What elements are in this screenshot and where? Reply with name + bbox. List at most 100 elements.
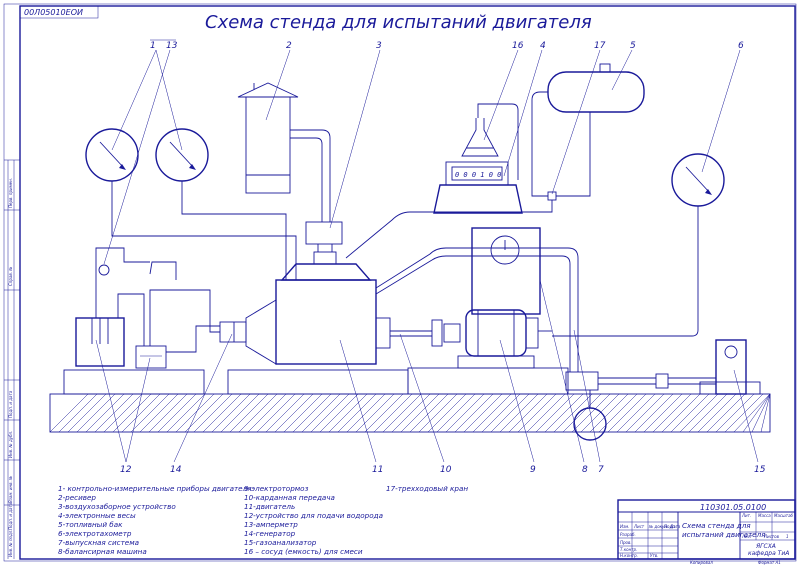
leader-lines — [95, 39, 759, 463]
hatch-line — [625, 393, 665, 433]
left-foundation — [63, 369, 205, 395]
hatch-line — [373, 393, 413, 433]
tachometer-6-icon — [671, 153, 725, 207]
hatch-line — [490, 393, 530, 433]
legend-item: 15-газоанализатор — [244, 538, 317, 547]
gas-analyzer-15 — [715, 339, 747, 395]
hatch-line — [409, 393, 449, 433]
fuel-tank-5 — [547, 63, 645, 113]
hatch-line — [346, 393, 386, 433]
hatch-line — [724, 393, 764, 433]
hatch-line — [274, 393, 314, 433]
hatch-line — [580, 393, 620, 433]
hatch-line — [328, 393, 368, 433]
hatch-line — [211, 393, 251, 433]
hatch-line — [157, 393, 197, 433]
legend-item: 7-выпускная система — [58, 538, 139, 547]
hatch-line — [130, 393, 170, 433]
format-label: Формат А1 — [758, 560, 781, 565]
balancing-machine-8 — [471, 227, 541, 315]
gauge-wires — [111, 181, 297, 280]
cardan-shaft-10 — [390, 319, 461, 347]
hatch-line — [337, 393, 377, 433]
hatch-line — [283, 393, 323, 433]
sheets-value: 1 — [786, 534, 789, 539]
exhaust-coupling — [655, 373, 669, 389]
left-stamp-strip — [4, 159, 20, 559]
hatch-line — [706, 393, 746, 433]
hatch-line — [652, 393, 692, 433]
electric-brake-9 — [457, 309, 552, 369]
legend-column-2: 9-электротормоз 10-карданная передача 11… — [244, 484, 383, 556]
hatch-line — [733, 393, 771, 433]
callout-5: 5 — [630, 41, 636, 51]
legend-item: 16 – сосуд (емкость) для смеси — [244, 547, 363, 556]
callout-7: 7 — [598, 465, 604, 475]
side-stamp: Подп. и дата — [8, 390, 13, 418]
gauge-13-icon — [155, 128, 209, 182]
hatch-line — [535, 393, 575, 433]
callout-1: 1 — [150, 41, 156, 51]
side-stamp: Подп. и дата — [8, 502, 13, 530]
hatch-line — [76, 393, 116, 433]
hatch-line — [589, 393, 629, 433]
legend-column-1: 1- контрольно-измерительные приборы двиг… — [58, 484, 252, 556]
hatch-line — [364, 393, 404, 433]
three-way-valve-17 — [547, 191, 557, 201]
hydrogen-supply-12 — [117, 289, 220, 369]
callout-4: 4 — [540, 41, 546, 51]
hatch-line — [427, 393, 467, 433]
exhaust-muffler — [573, 407, 607, 441]
hatch-line — [679, 393, 719, 433]
drawing-title: Схема стенда для испытаний двигателя — [205, 12, 592, 33]
hatch-line — [319, 393, 359, 433]
hatch-line — [391, 393, 431, 433]
hatch-line — [247, 393, 287, 433]
hatch-line — [517, 393, 557, 433]
legend-item: 14-генератор — [244, 529, 296, 538]
callout-11: 11 — [372, 465, 383, 475]
legend-item: 8-балансирная машина — [58, 547, 147, 556]
legend-item: 2-ресивер — [58, 493, 96, 502]
tb-row-label: Утв. — [650, 553, 658, 558]
generator-14 — [219, 321, 247, 343]
receiver-2 — [237, 82, 299, 194]
hatch-line — [742, 393, 771, 433]
copied-label: Копировал — [690, 560, 713, 565]
hatch-line — [166, 393, 206, 433]
tb-row-label: № докум. — [648, 524, 669, 529]
electronic-scales-4: 0 0 0 1 0 0 — [433, 161, 523, 214]
hatch-line — [301, 393, 341, 433]
tb-row-label: Подп. — [664, 524, 676, 529]
legend-item: 9-электротормоз — [244, 484, 309, 493]
legend-item: 5-топливный бак — [58, 520, 123, 529]
hatch-line — [238, 393, 278, 433]
engine-11 — [245, 263, 391, 365]
mass-label: Масса — [758, 513, 771, 518]
exhaust-cross — [565, 371, 599, 391]
hatch-line — [760, 393, 771, 433]
hatch-line — [355, 393, 395, 433]
hatch-line — [715, 393, 755, 433]
callout-17: 17 — [594, 41, 606, 51]
hatch-line — [688, 393, 728, 433]
hatch-line — [193, 393, 233, 433]
legend-item: 10-карданная передача — [244, 493, 335, 502]
scale-label: Масштаб — [774, 513, 794, 518]
tachometer-wire — [552, 206, 699, 337]
hatch-line — [139, 393, 179, 433]
hatch-line — [445, 393, 485, 433]
fuel-line-to-engine — [345, 200, 553, 259]
sheet-label: Лист — [741, 534, 753, 539]
hatch-line — [436, 393, 476, 433]
hatch-line — [598, 393, 638, 433]
flask-16-icon — [461, 118, 499, 157]
callout-8: 8 — [582, 465, 588, 475]
callout-15: 15 — [754, 465, 766, 475]
legend-item: 12-устройство для подачи водорода — [244, 511, 383, 520]
callout-9: 9 — [530, 465, 536, 475]
sheets-label: Листов — [763, 534, 780, 539]
side-stamp-labels: Перв. примен. Справ. № Подп. и дата Инв.… — [8, 178, 13, 557]
hatch-line — [292, 393, 332, 433]
